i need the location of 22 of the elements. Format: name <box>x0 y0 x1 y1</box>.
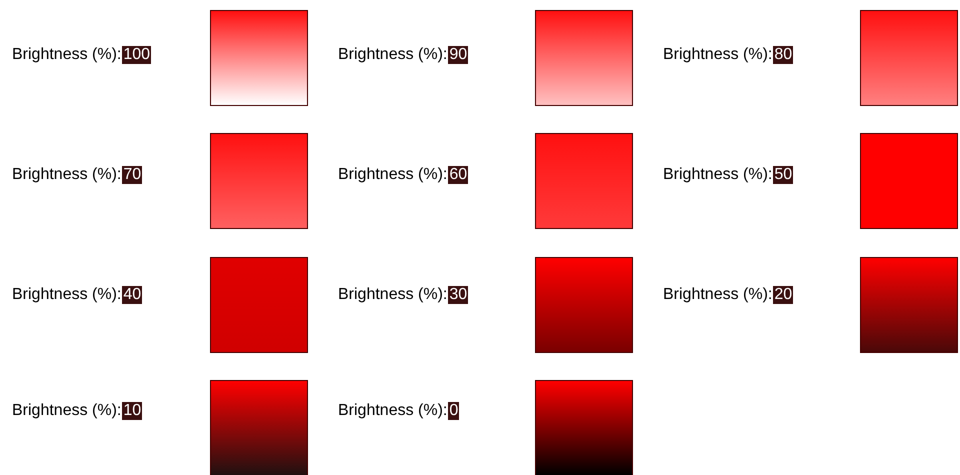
field-label: Brightness (%): <box>12 286 122 304</box>
field-label: Brightness (%): <box>12 46 122 64</box>
field-label: Brightness (%): <box>12 402 122 420</box>
selected-value: 60 <box>448 166 468 184</box>
selected-value: 90 <box>448 46 468 64</box>
field-label: Brightness (%): <box>338 166 448 184</box>
selected-value: 100 <box>122 46 152 64</box>
selected-value: 70 <box>122 166 142 184</box>
selected-value: 20 <box>773 286 794 304</box>
selected-value: 50 <box>773 166 794 184</box>
selected-value: 40 <box>122 286 142 304</box>
field-label: Brightness (%): <box>12 166 122 184</box>
field-label: Brightness (%): <box>663 166 772 184</box>
selected-value: 0 <box>448 402 460 420</box>
selected-value: 10 <box>122 402 142 420</box>
selected-value: 80 <box>773 46 794 64</box>
field-label: Brightness (%): <box>338 46 448 64</box>
field-label: Brightness (%): <box>338 286 448 304</box>
selected-value: 30 <box>448 286 468 304</box>
field-label: Brightness (%): <box>663 286 772 304</box>
field-label: Brightness (%): <box>663 46 772 64</box>
field-label: Brightness (%): <box>338 402 448 420</box>
